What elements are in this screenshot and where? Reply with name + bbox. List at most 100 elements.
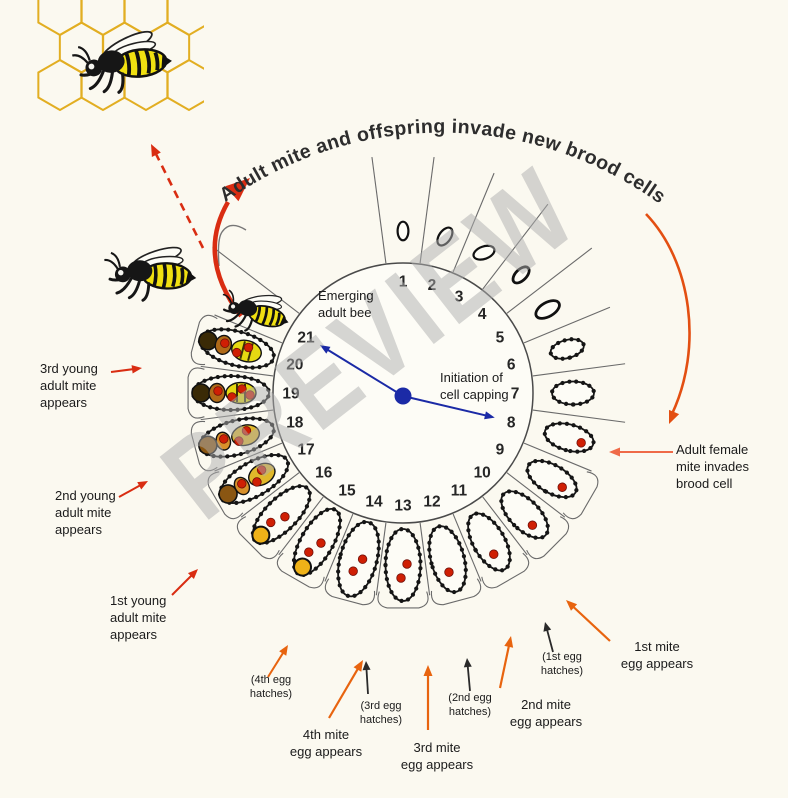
label-1st-mite-egg-appears: 1st mite egg appears bbox=[620, 639, 694, 672]
arrow-head bbox=[463, 658, 472, 668]
arrow-head bbox=[131, 365, 142, 374]
label-initiation-of-cell-capping: Initiation of cell capping bbox=[440, 370, 509, 403]
label-2nd-mite-egg-appears: 2nd mite egg appears bbox=[509, 697, 583, 730]
mite-dot bbox=[213, 386, 223, 396]
day-number: 4 bbox=[478, 306, 487, 323]
cell-contents bbox=[190, 220, 597, 604]
callout-arrow bbox=[153, 149, 205, 249]
cell-walls bbox=[200, 156, 626, 596]
cell-content-day-16 bbox=[250, 484, 312, 546]
arrow-head bbox=[543, 622, 552, 632]
mite-dot bbox=[316, 538, 326, 548]
cell-content-day-8 bbox=[542, 421, 596, 454]
mite-dot bbox=[348, 566, 358, 576]
day-number: 20 bbox=[286, 356, 303, 373]
arc-title: Adult mite and offspring invade new broo… bbox=[215, 116, 669, 209]
label-4th-egg-hatches: (4th egg hatches) bbox=[249, 674, 293, 701]
arrow-head bbox=[319, 345, 331, 354]
callout-arrow bbox=[365, 666, 369, 695]
cell-content-day-7 bbox=[549, 379, 597, 407]
cell-content-day-1 bbox=[396, 220, 410, 242]
invade-curve-arrow bbox=[645, 213, 691, 415]
callout-arrows bbox=[110, 144, 691, 730]
cell-content-day-2 bbox=[436, 226, 454, 247]
cell-content-day-5 bbox=[534, 299, 561, 320]
open-cell-outline bbox=[217, 224, 247, 267]
callout-arrow bbox=[328, 665, 361, 719]
mite-dot bbox=[304, 547, 314, 557]
day-number: 17 bbox=[297, 441, 314, 458]
mite-dot bbox=[234, 436, 244, 446]
day-number: 13 bbox=[394, 497, 412, 514]
label-2nd-young-adult-mite-appears: 2nd young adult mite appears bbox=[55, 488, 116, 538]
mite-dot bbox=[527, 520, 538, 530]
label-4th-mite-egg-appears: 4th mite egg appears bbox=[289, 727, 363, 760]
day-number: 10 bbox=[474, 465, 491, 482]
label-emerging-adult-bee: Emerging adult bee bbox=[318, 288, 374, 321]
callout-arrow bbox=[267, 649, 286, 678]
arc-title-text: Adult mite and offspring invade new broo… bbox=[215, 116, 669, 209]
arrow-head bbox=[669, 409, 680, 424]
callout-arrow bbox=[498, 642, 511, 689]
label-adult-female-mite-invades-brood-cell: Adult female mite invades brood cell bbox=[676, 442, 749, 492]
day-number: 19 bbox=[282, 385, 300, 402]
mite-dot bbox=[280, 512, 290, 522]
mite-dot bbox=[227, 392, 237, 402]
mite-dot bbox=[219, 434, 229, 444]
label-3rd-mite-egg-appears: 3rd mite egg appears bbox=[400, 740, 474, 773]
cell-content-day-9 bbox=[525, 458, 579, 500]
day-number: 1 bbox=[399, 273, 408, 290]
arrow-head bbox=[504, 636, 514, 648]
callout-arrow bbox=[118, 483, 144, 498]
day-number: 8 bbox=[507, 414, 516, 431]
arrow-head bbox=[484, 411, 495, 420]
arrow-head bbox=[137, 481, 148, 490]
mite-dot bbox=[396, 573, 406, 583]
arrow-head bbox=[187, 569, 198, 580]
arrow-head bbox=[151, 144, 161, 157]
label-3rd-egg-hatches: (3rd egg hatches) bbox=[359, 700, 403, 727]
emerging-adult-bee bbox=[104, 246, 197, 302]
day-number: 9 bbox=[496, 441, 505, 458]
day-number: 7 bbox=[511, 385, 520, 402]
callout-arrow bbox=[545, 626, 554, 653]
mite-dot bbox=[252, 477, 262, 487]
mite-dot bbox=[444, 567, 454, 577]
day-number: 14 bbox=[365, 494, 383, 511]
day-number: 18 bbox=[286, 414, 304, 431]
callout-arrow bbox=[402, 395, 490, 418]
arrow-head bbox=[225, 178, 250, 202]
arrow-head bbox=[279, 645, 288, 656]
bee-on-honeycomb bbox=[72, 30, 172, 94]
arrow-head bbox=[353, 660, 363, 672]
day-number: 5 bbox=[496, 329, 505, 346]
callout-arrow bbox=[324, 347, 404, 397]
callout-arrow bbox=[110, 367, 137, 373]
cell-content-day-14 bbox=[336, 519, 381, 599]
label-2nd-egg-hatches: (2nd egg hatches) bbox=[448, 692, 492, 719]
callout-arrow bbox=[570, 603, 611, 642]
cell-content-day-17 bbox=[217, 452, 291, 506]
cell-content-day-15 bbox=[291, 506, 343, 578]
mite-dot bbox=[237, 384, 247, 394]
mite-dot bbox=[237, 479, 247, 489]
day-number: 3 bbox=[455, 288, 464, 305]
cell-content-day-11 bbox=[466, 511, 512, 573]
day-number: 6 bbox=[507, 356, 516, 373]
mite-dot bbox=[243, 342, 254, 353]
cell-content-day-20 bbox=[197, 327, 276, 370]
mite-dot bbox=[241, 426, 252, 436]
cell-content-day-19 bbox=[190, 373, 272, 413]
mite-dot bbox=[402, 559, 412, 569]
day-number: 11 bbox=[451, 482, 468, 499]
callout-arrow bbox=[171, 572, 195, 596]
cell-caps bbox=[187, 314, 599, 609]
mite-dot bbox=[220, 338, 230, 348]
day-number: 12 bbox=[423, 494, 440, 511]
mite-dot bbox=[232, 347, 242, 358]
cell-content-day-13 bbox=[383, 526, 423, 604]
day-number: 2 bbox=[428, 277, 437, 294]
mite-dot bbox=[266, 517, 276, 528]
